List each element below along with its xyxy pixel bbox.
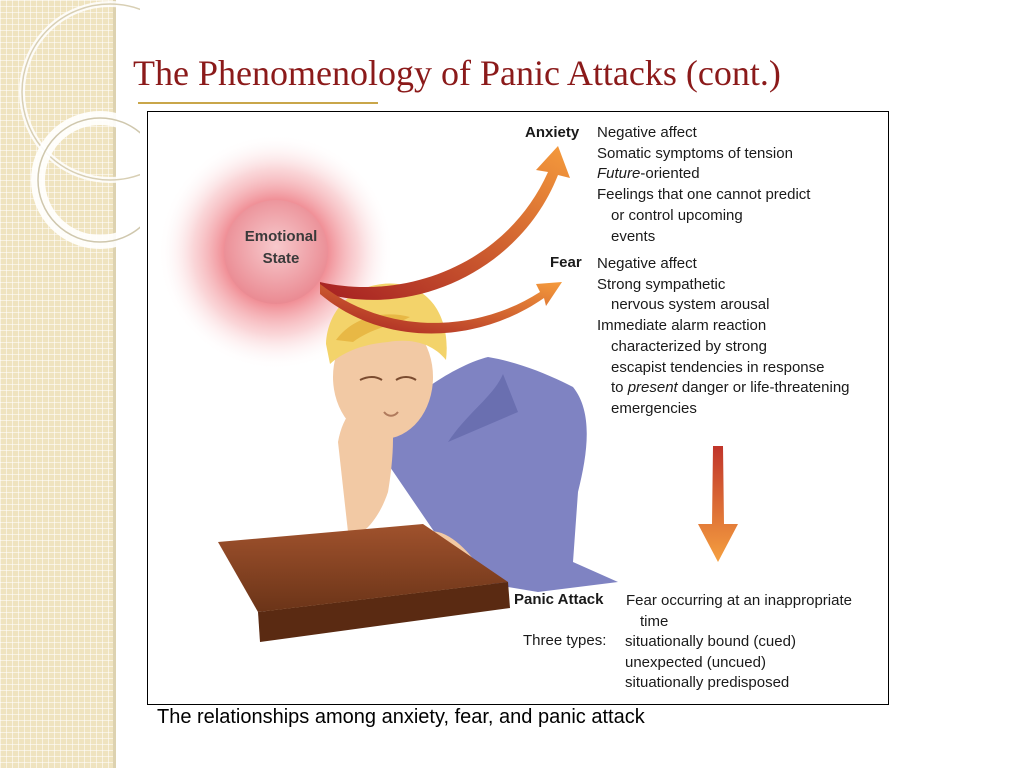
emotional-state-line2: State — [262, 250, 300, 267]
emotional-state-label: Emotional State — [206, 226, 356, 270]
fear-line-pre: to — [611, 379, 628, 397]
fear-line: Strong sympathetic — [597, 275, 726, 293]
slide-title: The Phenomenology of Panic Attacks (cont… — [133, 53, 781, 93]
fear-arrow — [320, 282, 562, 334]
panic-type: situationally bound (cued) — [625, 633, 796, 650]
fear-description: Negative affect Strong sympathetic nervo… — [597, 254, 850, 420]
decorative-rings — [19, 1, 140, 249]
figure-illustration — [158, 134, 738, 642]
anxiety-line: Future-oriented — [597, 164, 810, 185]
down-arrow — [698, 446, 738, 562]
anxiety-line: Somatic symptoms of tension — [597, 144, 793, 162]
anxiety-description: Negative affect Somatic symptoms of tens… — [597, 123, 810, 247]
panic-line: Fear occurring at an inappropriate — [626, 592, 852, 609]
figure-caption: The relationships among anxiety, fear, a… — [157, 706, 645, 728]
fear-line: Immediate alarm reaction — [597, 317, 767, 335]
table-top — [218, 524, 508, 612]
panic-attack-term: Panic Attack — [514, 591, 604, 608]
emotion-core — [224, 200, 328, 304]
anxiety-line: events — [611, 227, 656, 245]
fear-line: characterized by strong — [611, 337, 767, 355]
panic-types-list: situationally bound (cued) unexpected (u… — [625, 632, 796, 694]
fear-emphasis: present — [627, 379, 678, 397]
side-strip-edge — [113, 0, 116, 768]
table-front — [258, 582, 510, 642]
fear-line: nervous system arousal — [611, 296, 770, 314]
fear-line: Negative affect — [597, 255, 697, 272]
figure-panel: Emotional State Anxiety Negative affect … — [147, 111, 889, 705]
panic-attack-description: Fear occurring at an inappropriate time — [626, 591, 852, 632]
anxiety-line: or control upcoming — [611, 206, 743, 224]
anxiety-line: Feelings that one cannot predict — [597, 186, 811, 204]
anxiety-line: Negative affect — [597, 124, 697, 141]
panic-type: unexpected (uncued) — [625, 653, 766, 671]
fear-term: Fear — [550, 254, 582, 271]
fear-line: to present danger or life-threatening — [597, 378, 850, 399]
panic-line: time — [640, 612, 669, 630]
emotional-state-line1: Emotional — [244, 228, 318, 245]
title-underline — [138, 102, 378, 104]
fear-line: escapist tendencies in response — [611, 358, 825, 376]
anxiety-emphasis: Future — [597, 165, 641, 183]
anxiety-arrow — [320, 146, 570, 300]
fear-line-post: danger or life-threatening — [677, 379, 850, 397]
anxiety-term: Anxiety — [525, 124, 580, 141]
panic-type: situationally predisposed — [625, 674, 790, 692]
anxiety-line-rest: -oriented — [640, 165, 700, 183]
three-types-label: Three types: — [523, 632, 607, 649]
man-shirt — [373, 357, 618, 592]
fear-line: emergencies — [611, 399, 697, 417]
